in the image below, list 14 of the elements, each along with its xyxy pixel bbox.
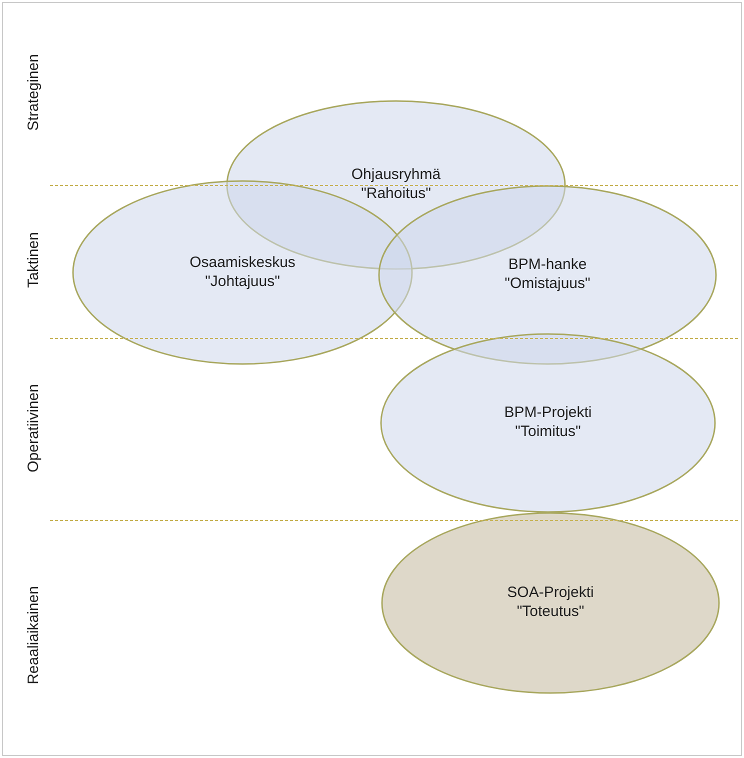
role-subtitle: "Toteutus" xyxy=(516,603,586,620)
role-title: BPM-hanke xyxy=(507,256,588,273)
band-label: Strateginen xyxy=(24,54,42,131)
role-title: Ohjausryhmä xyxy=(350,166,442,183)
band-label: Operatiivinen xyxy=(24,384,42,472)
role-subtitle: "Rahoitus" xyxy=(360,185,432,202)
role-title: BPM-Projekti xyxy=(503,404,593,421)
role-title: Osaamiskeskus xyxy=(188,254,296,270)
band-label: Reaaliaikainen xyxy=(24,586,42,684)
role-subtitle: "Omistajuus" xyxy=(504,275,592,292)
role-subtitle: "Johtajuus" xyxy=(204,272,281,290)
role-subtitle: "Toimitus" xyxy=(514,423,582,440)
role-title: SOA-Projekti xyxy=(506,584,595,601)
band-label: Taktinen xyxy=(24,232,42,288)
